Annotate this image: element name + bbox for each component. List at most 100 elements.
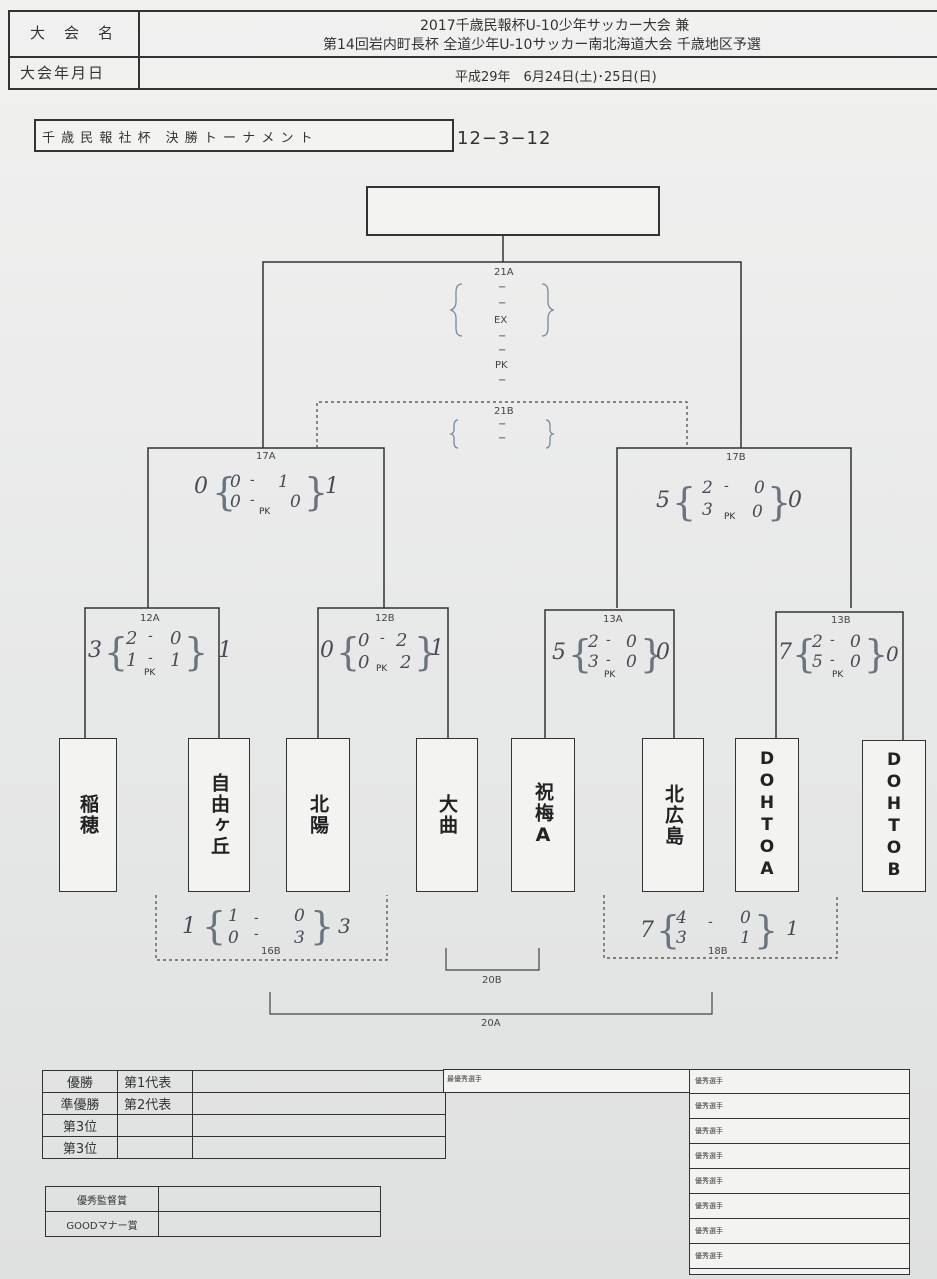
result-place: 第3位 [42,1136,118,1159]
team-box-8: DOHTOB [862,740,926,892]
score-right: 3 [338,914,351,938]
award-label: GOODマナー賞 [45,1211,159,1237]
event-title-line2: 第14回岩内町長杯 全道少年U-10サッカー南北海道大会 千歳地区予選 [323,37,761,53]
pk-label: PK [832,670,844,680]
result-representative: 第2代表 [117,1092,193,1115]
final-ex-label: EX [494,315,508,326]
excellent-player-row[interactable]: 優秀選手 [689,1094,910,1119]
team-name: 大曲 [436,794,458,836]
score-second-half-left: 3 [702,500,713,520]
score-right: 0 [886,642,899,666]
pk-label: PK [604,670,616,680]
result-place: 第3位 [42,1114,118,1137]
excellent-player-row[interactable]: 優秀選手 [689,1244,910,1269]
score-right: 1 [218,638,232,663]
excellent-player-label: 優秀選手 [695,1252,723,1260]
excellent-player-label: 優秀選手 [695,1202,723,1210]
result-place: 優勝 [42,1070,118,1093]
team-box-4: 大曲 [416,738,478,892]
score-right: 1 [325,474,339,499]
score-second-half-right: 2 [400,652,412,673]
score-first-half-left: 2 [702,478,713,498]
score-left: 0 [194,474,208,499]
final-dash-2: − [498,298,507,309]
award-value-cell[interactable] [158,1211,381,1237]
score-first-half-right: 0 [754,478,765,498]
event-title-line1: 2017千歳民報杯U-10少年サッカー大会 兼 [420,18,690,34]
excellent-players-list: 優秀選手 優秀選手 優秀選手 優秀選手 優秀選手 優秀選手 優秀選手 優秀選手 [689,1069,910,1269]
score-first-half-left: 2 [126,628,138,649]
score-first-half-right: 0 [294,906,305,926]
match-label-12a: 12A [140,613,160,624]
excellent-player-row[interactable]: 優秀選手 [689,1194,910,1219]
bracket-code: 12−3−12 [457,128,552,149]
excellent-player-label: 優秀選手 [695,1077,723,1085]
score-left: 1 [182,914,196,939]
excellent-player-row[interactable]: 優秀選手 [689,1169,910,1194]
score-left: 5 [656,488,670,513]
excellent-player-row[interactable]: 優秀選手 [689,1219,910,1244]
score-second-half-left: 0 [230,492,241,512]
match-label-13a: 13A [603,614,623,625]
score-second-half-right: 3 [294,928,305,948]
score-right: 0 [788,488,802,513]
final-dash-4: − [498,345,507,356]
mvp-box[interactable] [443,1069,693,1093]
final-dash-3: − [498,331,507,342]
result-team-cell[interactable] [192,1136,446,1159]
final-dash-5: − [498,375,507,386]
match-label-12b: 12B [375,613,395,624]
team-name: 北広島 [662,783,684,847]
score-left: 3 [88,638,102,663]
score-right: 1 [786,916,799,940]
award-label: 優秀監督賞 [45,1186,159,1212]
result-team-cell[interactable] [192,1114,446,1137]
bracket-title-box [34,119,454,152]
team-name: DOHTOA [757,749,777,881]
score-first-half-right: 0 [170,628,182,649]
match-label-20b: 20B [482,975,502,986]
event-date: 平成29年 6月24日(土)･25日(日) [455,70,657,85]
score-left: 5 [552,640,566,665]
score-first-half-right: 0 [626,632,637,652]
score-second-half-right: 0 [290,492,301,512]
excellent-player-row[interactable]: 優秀選手 [689,1144,910,1169]
result-representative [117,1114,193,1137]
match-label-17a: 17A [256,451,276,462]
score-17a: 0 { 0 - 1 0 - 0 PK } 1 [194,470,339,517]
result-team-cell[interactable] [192,1070,446,1093]
score-left: 0 [320,638,334,663]
score-16b: 1 { 1 - 0 0 - 3 } 3 [182,904,351,948]
award-row: 優秀監督賞 [45,1186,381,1212]
result-row: 準優勝 第2代表 [42,1092,446,1115]
score-second-half-left: 1 [126,650,138,671]
match-label-13b: 13B [831,615,851,626]
score-second-half-right: 0 [850,652,861,672]
score-13a: 5 { 2 - 0 3 - 0 PK } 0 [552,632,670,680]
score-second-half-left: 3 [588,652,599,672]
score-first-half-right: 1 [278,472,289,492]
score-12a: 3 { 2 - 0 1 - 1 PK } 1 [88,628,232,678]
bracket-title: 千 歳 民 報 社 杯 決 勝 ト ー ナ メ ン ト [42,131,314,146]
excellent-players-box [689,1069,910,1275]
excellent-player-label: 優秀選手 [695,1152,723,1160]
excellent-player-label: 優秀選手 [695,1127,723,1135]
result-team-cell[interactable] [192,1092,446,1115]
score-first-half-left: 4 [676,908,687,928]
team-name: 祝梅A [532,782,554,848]
score-13b: 7 { 2 - 0 5 - 0 PK } 0 [778,632,899,680]
score-second-half-left: 0 [358,652,370,673]
score-second-half-left: 0 [228,928,239,948]
score-second-half-left: 5 [812,652,823,672]
score-17b: 5 { 2 - 0 3 PK 0 } 0 [656,478,802,524]
award-value-cell[interactable] [158,1186,381,1212]
excellent-player-row[interactable]: 優秀選手 [689,1069,910,1094]
pk-label: PK [376,664,388,674]
team-box-2: 自由ヶ丘 [188,738,250,892]
score-first-half-left: 2 [812,632,823,652]
excellent-player-row[interactable]: 優秀選手 [689,1119,910,1144]
team-box-7: DOHTOA [735,738,799,892]
final-pk-label: PK [495,360,508,371]
header-table: 大 会 名 大会年月日 2017千歳民報杯U-10少年サッカー大会 兼 第14回… [0,10,937,90]
